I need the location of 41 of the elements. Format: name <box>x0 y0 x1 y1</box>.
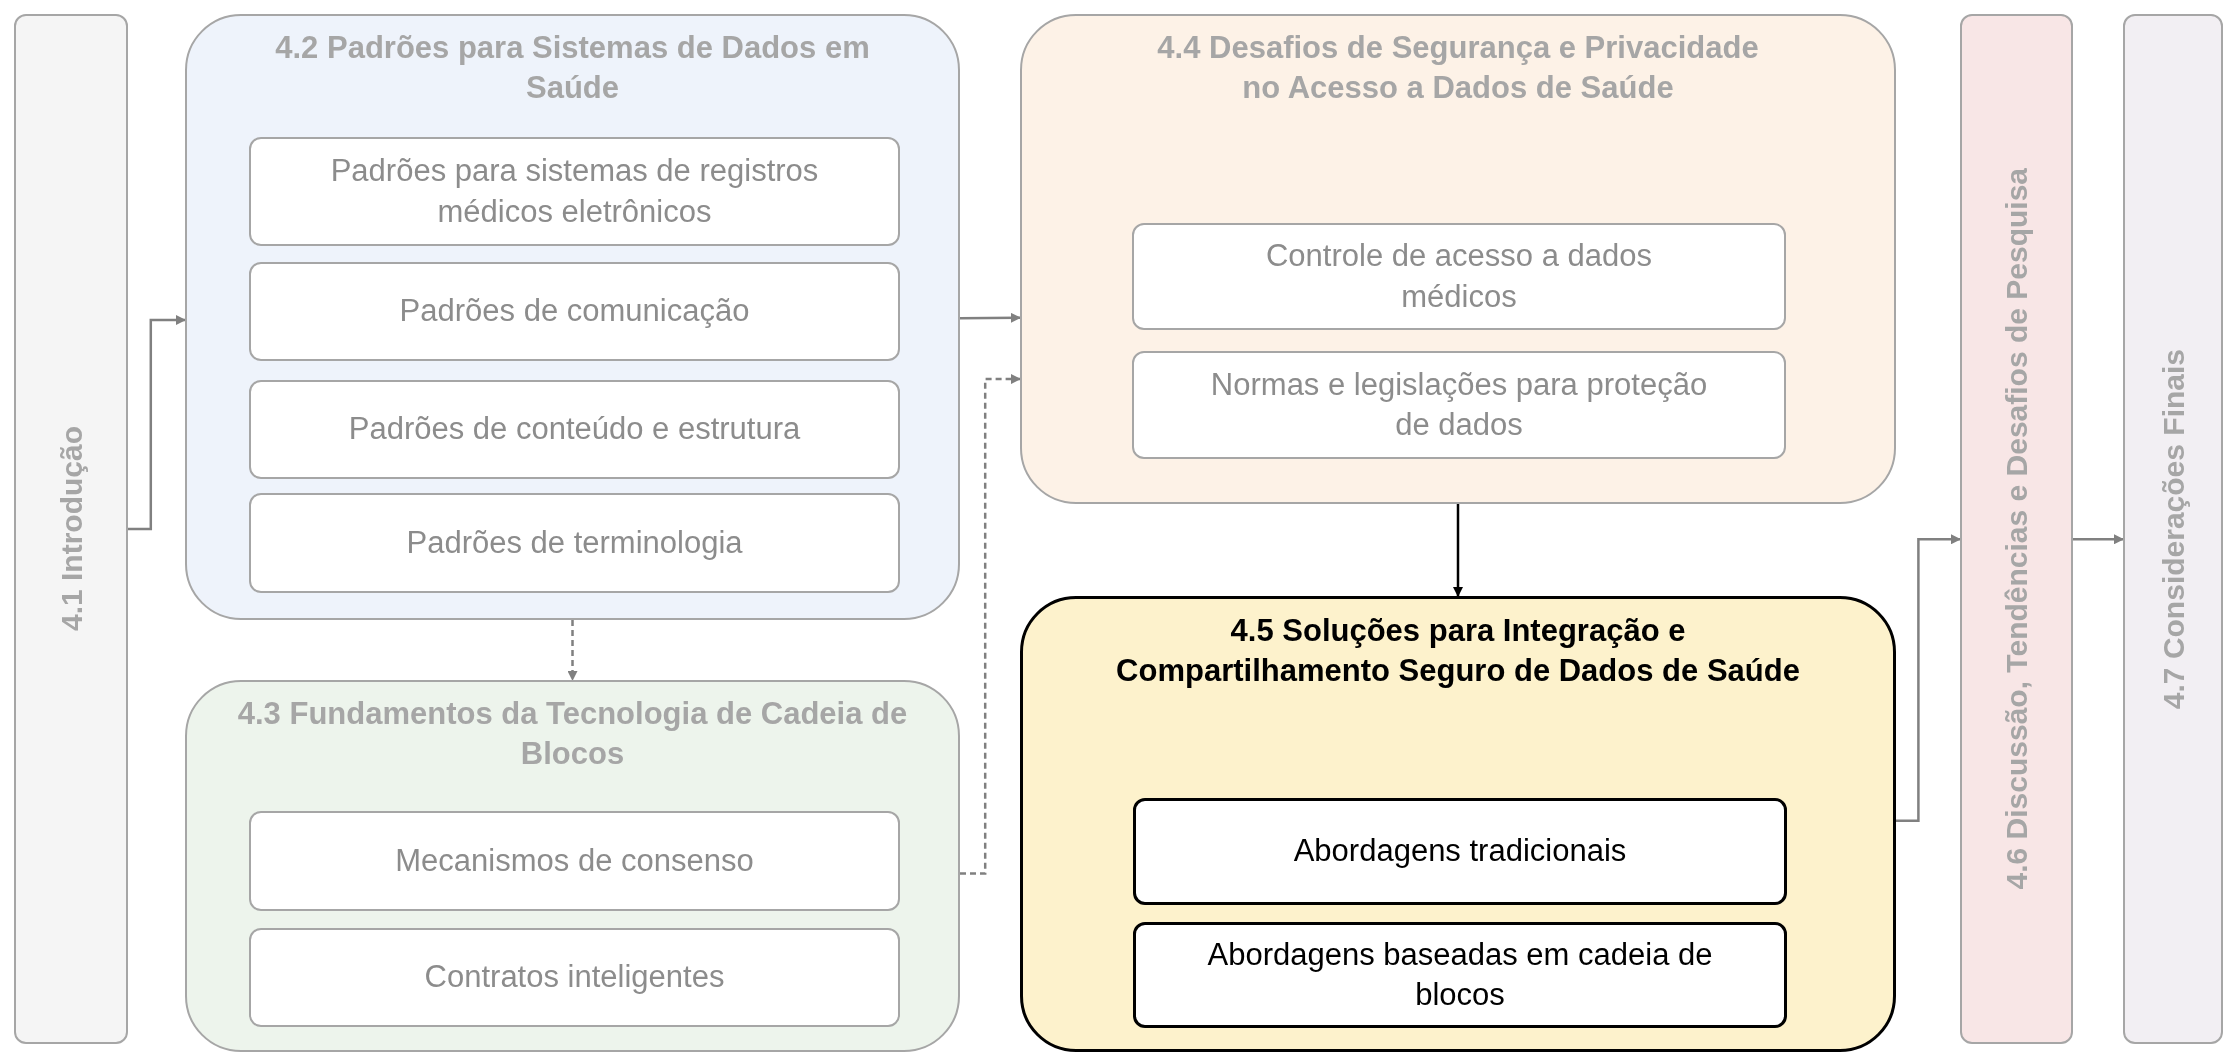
section-box <box>1960 14 2073 1044</box>
topic-label: Controle de acesso a dados médicos <box>1264 237 1653 316</box>
topic-box <box>1133 798 1787 905</box>
arrow <box>1453 504 1463 597</box>
arrow <box>1896 534 1961 823</box>
section-box <box>14 14 128 1044</box>
arrow <box>567 620 578 681</box>
section-box <box>2123 14 2223 1044</box>
topic-box <box>249 137 900 246</box>
topic-box <box>1132 351 1786 459</box>
section-title: 4.2 Padrões para Sistemas de Dados em Saúde <box>274 29 871 108</box>
topic-box <box>249 380 900 479</box>
section-group <box>185 14 960 620</box>
section-title: 4.1 Introdução <box>53 426 89 632</box>
topic-box <box>249 928 900 1027</box>
section-title: 4.6 Discussão, Tendências e Desafios de Pesquisa <box>1999 168 2034 890</box>
section-group <box>185 680 960 1052</box>
section-title: 4.5 Soluções para Integração e Compartilhamento Seguro de Dados de Saúde <box>1115 612 1801 691</box>
section-title: 4.3 Fundamentos da Tecnologia de Cadeia de Blocos <box>236 695 909 774</box>
topic-box <box>249 262 900 361</box>
topic-label: Padrões para sistemas de registros médicos eletrônicos <box>329 152 820 231</box>
arrow <box>960 312 1021 323</box>
section-group <box>1020 14 1896 504</box>
topic-box <box>249 811 900 911</box>
topic-label: Padrões de comunicação <box>398 292 751 331</box>
topic-box <box>249 493 900 593</box>
section-title: 4.4 Desafios de Segurança e Privacidade no Acesso a Dados de Saúde <box>1156 29 1760 108</box>
section-group <box>1020 596 1896 1052</box>
topic-box <box>1132 223 1786 330</box>
topic-label: Normas e legislações para proteção de dados <box>1209 365 1709 444</box>
topic-box <box>1133 922 1787 1028</box>
topic-label: Padrões de terminologia <box>405 523 744 562</box>
topic-label: Abordagens baseadas em cadeia de blocos <box>1206 935 1714 1014</box>
arrow <box>128 315 186 531</box>
topic-label: Contratos inteligentes <box>423 958 726 997</box>
topic-label: Abordagens tradicionais <box>1292 832 1628 871</box>
arrow <box>2073 534 2124 545</box>
topic-label: Padrões de conteúdo e estrutura <box>347 410 802 449</box>
section-title: 4.7 Considerações Finais <box>2155 348 2191 710</box>
topic-label: Mecanismos de consenso <box>394 841 755 880</box>
arrow <box>960 374 1021 875</box>
